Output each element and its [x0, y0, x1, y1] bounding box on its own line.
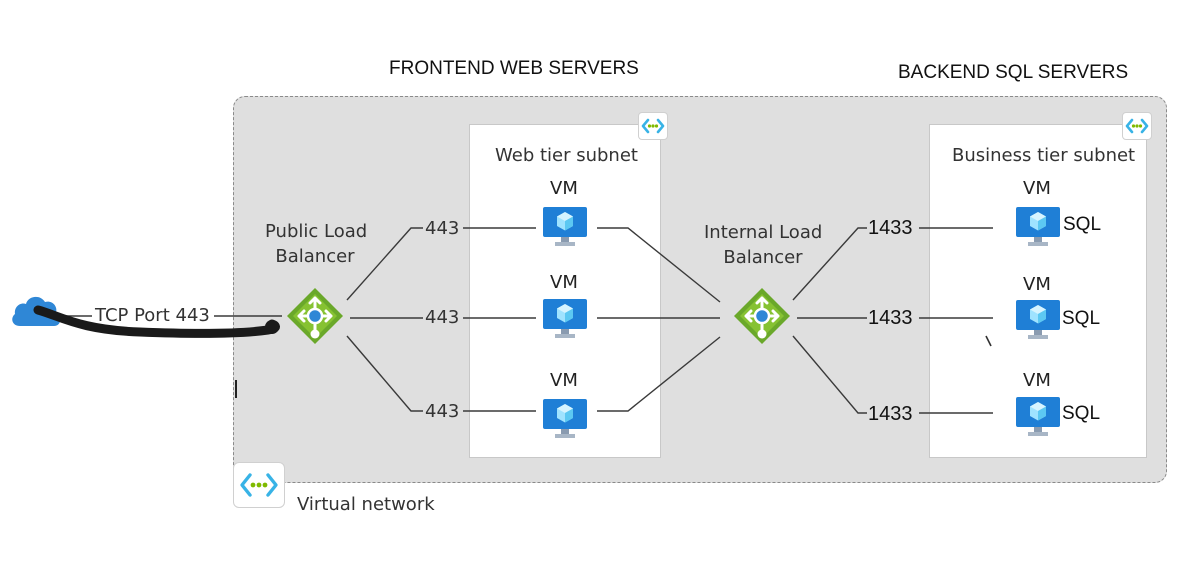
internal-lb-link-top	[792, 227, 867, 301]
vm3-to-internal-lb	[597, 336, 721, 412]
public-lb-label-line1: Public Load	[265, 221, 368, 242]
stray-mark	[985, 335, 992, 347]
virtual-network-label: Virtual network	[297, 494, 435, 515]
web-vm2-label: VM	[550, 272, 578, 293]
internal-lb-link-bottom	[792, 335, 867, 414]
web-vm2-icon	[543, 299, 587, 338]
internal-lb-label-line2: Balancer	[723, 247, 803, 268]
web-subnet-vnet-icon	[638, 112, 668, 140]
sql-port-3: 1433	[868, 403, 913, 425]
internal-lb-label-line1: Internal Load	[704, 222, 823, 243]
sql-port-2: 1433	[868, 307, 913, 329]
sql-tag-2: SQL	[1062, 308, 1101, 329]
vm1-to-internal-lb	[597, 227, 721, 303]
web-vm1-icon	[543, 207, 587, 246]
business-subnet-vnet-icon	[1122, 112, 1152, 140]
tcp-port-label: TCP Port 443	[95, 305, 210, 326]
public-load-balancer-icon	[287, 288, 343, 344]
web-vm3-icon	[543, 399, 587, 438]
hand-drawn-annotation	[33, 305, 280, 338]
sql-tag-3: SQL	[1062, 403, 1101, 424]
web-vm3-label: VM	[550, 370, 578, 391]
public-lb-label: Public Load Balancer	[265, 221, 368, 267]
backend-heading: BACKEND SQL SERVERS	[898, 62, 1129, 83]
internal-lb-label: Internal Load Balancer	[704, 222, 822, 268]
web-port-2: 443	[425, 307, 460, 328]
business-subnet-title: Business tier subnet	[952, 145, 1136, 166]
internal-load-balancer-icon	[734, 288, 790, 344]
sql-vm1-icon	[1016, 207, 1060, 246]
web-vm1-label: VM	[550, 178, 578, 199]
public-lb-link-bottom	[346, 335, 423, 412]
sql-vm3-label: VM	[1023, 370, 1051, 391]
web-port-3: 443	[425, 401, 460, 422]
sql-vm1-label: VM	[1023, 178, 1051, 199]
sql-vm2-label: VM	[1023, 274, 1051, 295]
web-port-1: 443	[425, 218, 460, 239]
sql-port-1: 1433	[868, 217, 913, 239]
virtual-network-icon	[233, 462, 285, 508]
sql-tag-1: SQL	[1063, 214, 1102, 235]
frontend-heading: FRONTEND WEB SERVERS	[389, 58, 639, 79]
public-lb-label-line2: Balancer	[275, 246, 355, 267]
sql-vm3-icon	[1016, 397, 1060, 436]
sql-vm2-icon	[1016, 300, 1060, 339]
public-lb-link-top	[346, 227, 423, 301]
web-subnet-title: Web tier subnet	[495, 145, 638, 166]
